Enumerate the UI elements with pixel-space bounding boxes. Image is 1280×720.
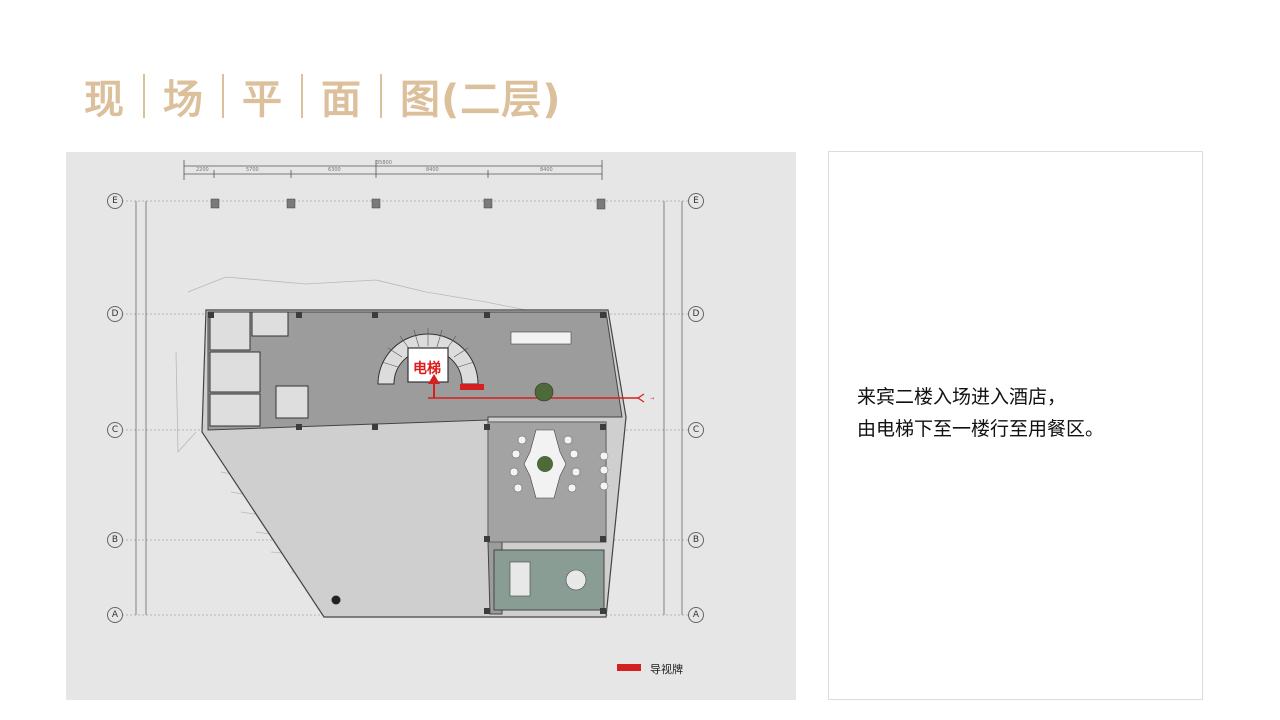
furniture xyxy=(331,331,609,605)
svg-text:6300: 6300 xyxy=(328,167,341,173)
description-line-2: 由电梯下至一楼行至用餐区。 xyxy=(857,418,1105,440)
guide-route: → xyxy=(428,374,654,403)
axis-label-left-D: D xyxy=(107,306,123,322)
description-panel: 来宾二楼入场进入酒店， 由电梯下至一楼行至用餐区。 xyxy=(828,151,1203,700)
title-divider xyxy=(301,74,303,118)
top-dimension-lines xyxy=(183,160,603,180)
title-char-2: 场 xyxy=(163,77,204,123)
columns-top xyxy=(210,198,606,210)
title-divider xyxy=(143,74,145,118)
axis-label-right-B: B xyxy=(688,532,704,548)
svg-text:8400: 8400 xyxy=(540,167,553,173)
title-divider xyxy=(380,74,382,118)
elevator-label: 电梯 xyxy=(413,361,441,377)
floor-plan-drawing: 2200 5700 6300 35800 8400 8400 xyxy=(66,152,796,700)
axis-label-left-C: C xyxy=(107,422,123,438)
guide-sign-marker xyxy=(460,384,484,390)
axis-label-right-A: A xyxy=(688,607,704,623)
description-line-1: 来宾二楼入场进入酒店， xyxy=(857,386,1067,408)
title-char-1: 现 xyxy=(84,77,125,123)
axis-label-right-C: C xyxy=(688,422,704,438)
svg-text:2200: 2200 xyxy=(196,167,209,173)
axis-label-right-D: D xyxy=(688,306,704,322)
axis-label-left-E: E xyxy=(107,193,123,209)
columns-interior xyxy=(208,312,606,614)
svg-text:8400: 8400 xyxy=(426,167,439,173)
title-char-5: 图(二层) xyxy=(400,77,562,123)
elevator-shaft xyxy=(407,347,449,383)
axis-label-left-A: A xyxy=(107,607,123,623)
axis-label-right-E: E xyxy=(688,193,704,209)
service-rooms xyxy=(209,311,309,427)
side-dimension-lines xyxy=(135,201,683,615)
svg-text:→: → xyxy=(650,396,654,402)
axis-label-left-B: B xyxy=(107,532,123,548)
floor-plan-svg: 2200 5700 6300 35800 8400 8400 xyxy=(122,160,706,671)
title-char-4: 面 xyxy=(321,77,362,123)
page-title: 现 场 平 面 图(二层) xyxy=(84,70,562,123)
svg-text:35800: 35800 xyxy=(376,160,392,166)
legend-label: 导视牌 xyxy=(650,663,683,676)
title-divider xyxy=(222,74,224,118)
legend-swatch xyxy=(617,664,641,671)
title-char-3: 平 xyxy=(242,77,283,123)
svg-text:5700: 5700 xyxy=(246,167,259,173)
dimension-numbers: 2200 5700 6300 35800 8400 8400 xyxy=(196,160,553,173)
